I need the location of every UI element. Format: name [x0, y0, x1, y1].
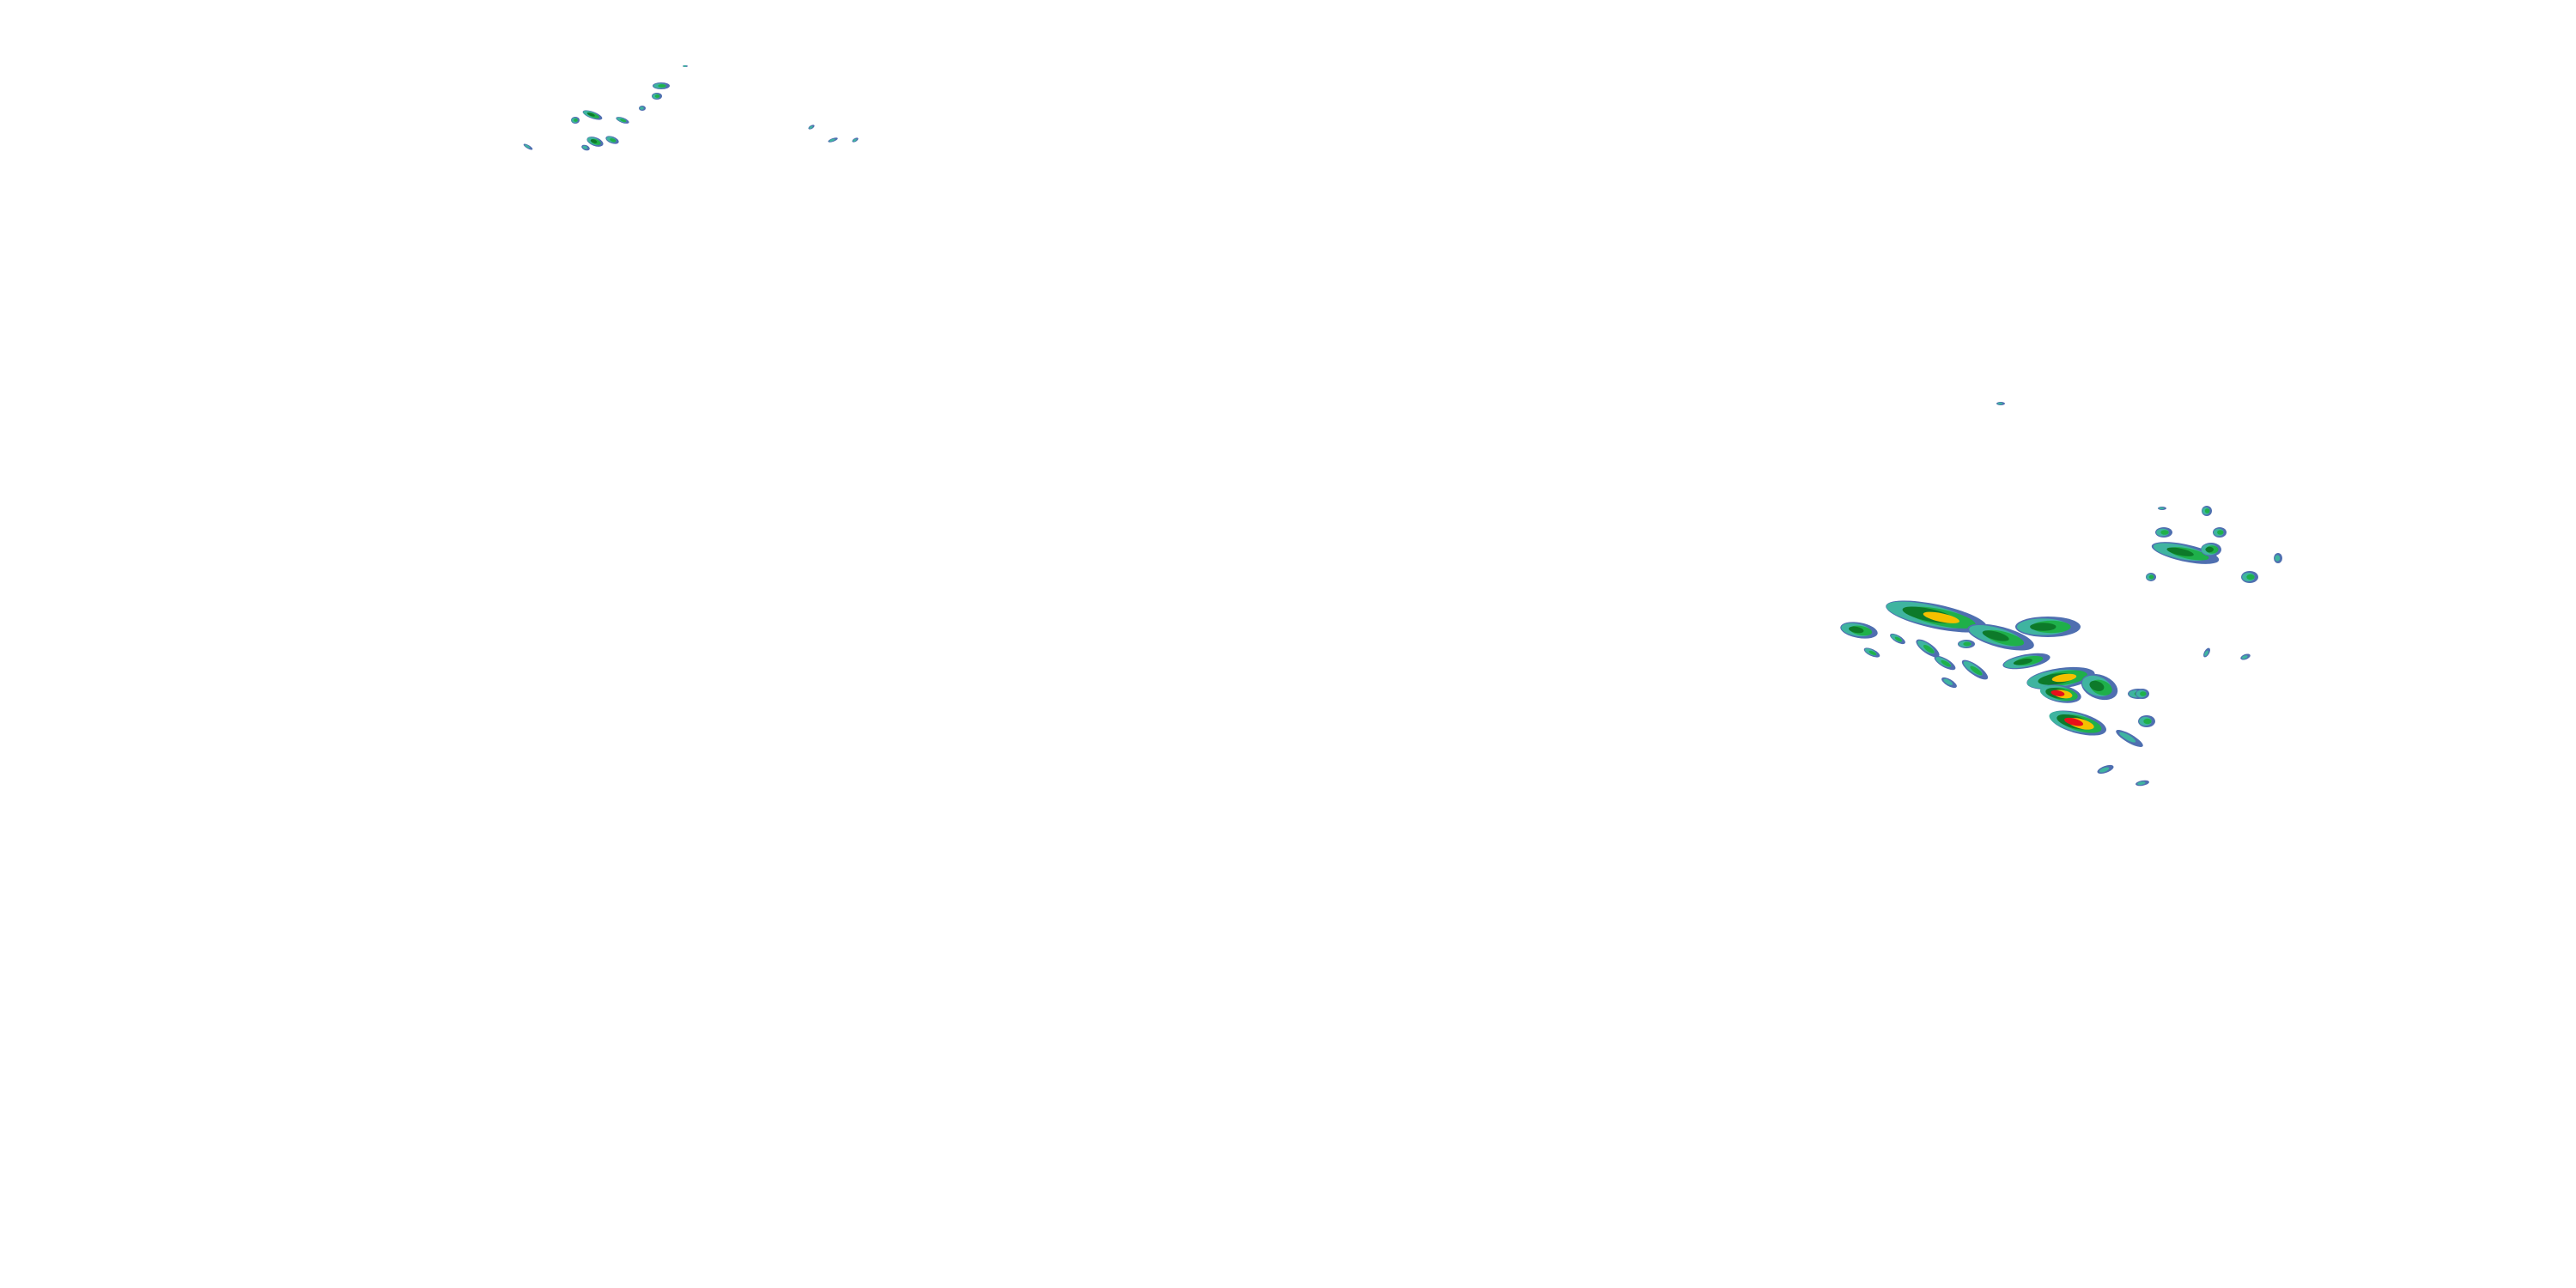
precipitation-cell — [2097, 764, 2114, 775]
precipitation-intensity-band — [2064, 717, 2084, 726]
precipitation-cell — [1934, 655, 1956, 671]
precipitation-intensity-band — [809, 125, 813, 129]
precipitation-intensity-band — [2160, 530, 2169, 535]
precipitation-cell — [1890, 633, 1905, 645]
precipitation-intensity-band — [2137, 781, 2146, 786]
precipitation-cell — [1863, 647, 1880, 658]
precipitation-cell — [582, 110, 603, 120]
precipitation-intensity-band — [610, 138, 617, 143]
precipitation-intensity-band — [1970, 665, 1983, 676]
precipitation-intensity-band — [1868, 650, 1877, 656]
precipitation-intensity-band — [683, 65, 687, 67]
precipitation-intensity-band — [590, 139, 598, 143]
precipitation-cell — [2274, 553, 2282, 563]
precipitation-cell — [2136, 689, 2149, 699]
precipitation-intensity-band — [1943, 678, 1953, 685]
precipitation-cell — [2039, 684, 2081, 703]
precipitation-cell — [1840, 622, 1878, 639]
precipitation-cell — [523, 143, 533, 150]
precipitation-intensity-band — [1963, 641, 1971, 647]
precipitation-intensity-band — [1894, 636, 1903, 642]
precipitation-intensity-band — [582, 145, 588, 149]
precipitation-cell — [2202, 506, 2212, 516]
precipitation-cell — [639, 106, 646, 111]
precipitation-cell — [2081, 673, 2118, 701]
precipitation-cell — [828, 137, 838, 143]
precipitation-cell — [2015, 617, 2081, 637]
precipitation-cell — [1941, 677, 1957, 689]
precipitation-intensity-band — [525, 144, 531, 149]
precipitation-intensity-band — [2099, 767, 2110, 773]
precipitation-cell — [2136, 780, 2149, 787]
precipitation-intensity-band — [2204, 650, 2208, 657]
precipitation-cell — [652, 93, 662, 100]
precipitation-cell — [581, 144, 590, 151]
precipitation-cell — [1996, 402, 2005, 405]
precipitation-intensity-band — [1997, 402, 2003, 405]
precipitation-cell — [2146, 573, 2156, 581]
precipitation-intensity-band — [2241, 655, 2248, 659]
precipitation-intensity-band — [1982, 630, 2009, 641]
precipitation-cell — [2116, 730, 2143, 747]
precipitation-cell — [1967, 623, 2034, 651]
precipitation-intensity-band — [2205, 546, 2214, 553]
precipitation-intensity-band — [586, 112, 595, 117]
precipitation-intensity-band — [829, 138, 835, 142]
precipitation-intensity-band — [2143, 718, 2152, 725]
precipitation-intensity-band — [2051, 673, 2077, 683]
precipitation-cell — [1886, 600, 1987, 633]
precipitation-intensity-band — [2119, 732, 2136, 743]
precipitation-intensity-band — [2089, 680, 2105, 691]
precipitation-cell — [1958, 640, 1975, 648]
precipitation-cell — [653, 82, 670, 89]
precipitation-intensity-band — [1923, 645, 1935, 653]
precipitation-cell — [2026, 666, 2095, 690]
precipitation-cell — [2213, 527, 2227, 538]
precipitation-cell — [616, 117, 629, 124]
precipitation-cell — [2203, 647, 2210, 658]
precipitation-cell — [586, 137, 604, 147]
precipitation-intensity-band — [1849, 626, 1864, 634]
precipitation-intensity-band — [574, 118, 578, 122]
precipitation-intensity-band — [1923, 611, 1960, 623]
precipitation-cell — [2240, 653, 2251, 660]
precipitation-cell — [683, 65, 688, 67]
precipitation-cell — [2158, 507, 2166, 510]
precipitation-intensity-band — [2217, 530, 2224, 535]
precipitation-intensity-band — [620, 118, 627, 123]
precipitation-intensity-band — [654, 94, 660, 98]
precipitation-cell — [2155, 527, 2172, 538]
precipitation-cell — [2241, 571, 2258, 583]
precipitation-intensity-band — [2030, 623, 2057, 631]
precipitation-cell — [2002, 653, 2050, 670]
precipitation-intensity-band — [640, 106, 644, 110]
precipitation-intensity-band — [2166, 547, 2194, 556]
precipitation-intensity-band — [1941, 659, 1951, 667]
precipitation-intensity-band — [658, 84, 666, 88]
precipitation-cell — [605, 136, 619, 144]
precipitation-cell — [2151, 542, 2220, 564]
precipitation-cell — [2049, 710, 2106, 736]
precipitation-cell — [571, 117, 580, 124]
precipitation-cell — [2138, 715, 2155, 727]
precipitation-cell — [808, 125, 815, 130]
precipitation-cell — [852, 137, 859, 143]
precipitation-cell — [1916, 639, 1940, 658]
precipitation-intensity-band — [2013, 659, 2032, 665]
precipitation-intensity-band — [2204, 508, 2210, 513]
precipitation-intensity-band — [2140, 691, 2147, 696]
precipitation-intensity-band — [853, 138, 857, 142]
precipitation-intensity-band — [2246, 574, 2255, 580]
precipitation-intensity-band — [2148, 574, 2154, 580]
precipitation-cell — [1961, 659, 1989, 680]
precipitation-intensity-band — [2159, 507, 2165, 510]
precipitation-intensity-band — [2275, 555, 2281, 562]
precipitation-intensity-band — [2050, 690, 2065, 696]
precipitation-cell — [2201, 543, 2221, 556]
